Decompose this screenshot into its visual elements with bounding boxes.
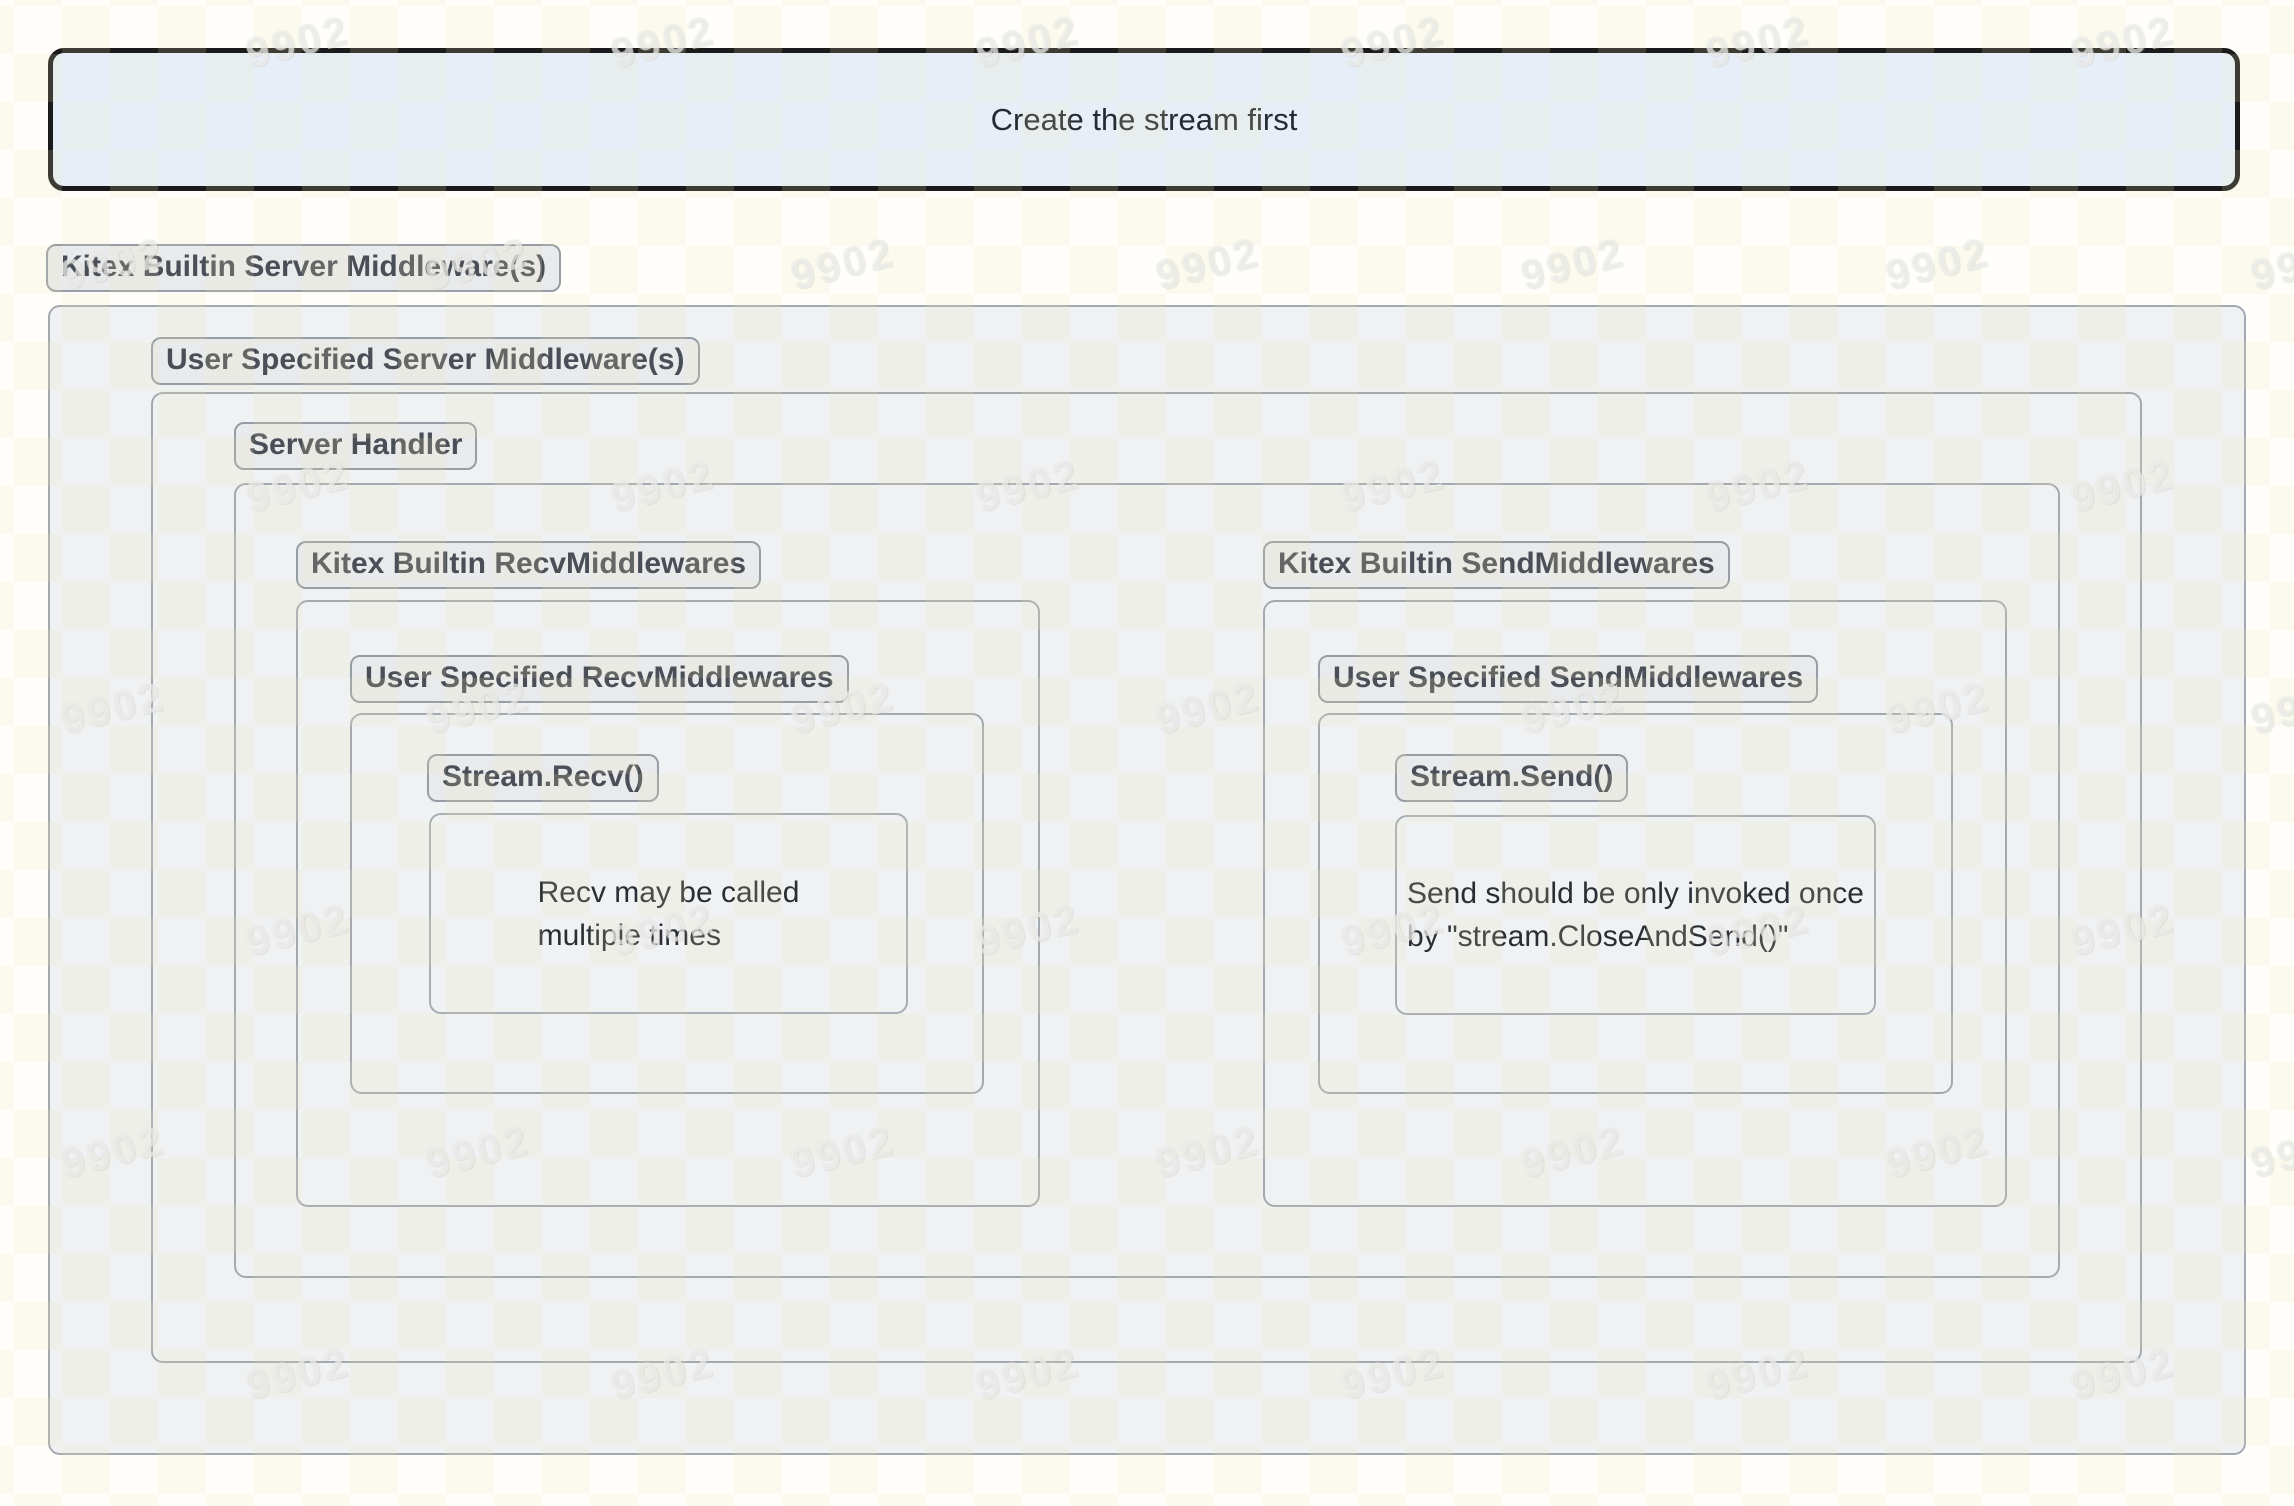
label-user-specified-recv-middlewares: User Specified RecvMiddlewares	[350, 655, 849, 703]
box-kitex-builtin-recv-middlewares	[296, 600, 1040, 1207]
watermark-text: 9902	[1880, 227, 1995, 300]
watermark-text: 9902	[1150, 227, 1265, 300]
box-user-specified-send-middlewares	[1318, 713, 1953, 1094]
label-stream-send: Stream.Send()	[1395, 754, 1629, 802]
box-server-handler	[234, 483, 2060, 1278]
label-kitex-builtin-send-middlewares: Kitex Builtin SendMiddlewares	[1263, 541, 1730, 589]
watermark-text: 9902	[785, 227, 900, 300]
box-user-specified-recv-middlewares	[350, 713, 984, 1094]
send-note-text: Send should be only invoked once by "str…	[1406, 877, 1864, 953]
create-stream-note-box: Create the stream first	[48, 48, 2240, 191]
label-server-handler: Server Handler	[234, 422, 478, 470]
watermark-text: 9902	[2245, 1115, 2294, 1188]
watermark-text: 9902	[2245, 227, 2294, 300]
label-user-specified-send-middlewares: User Specified SendMiddlewares	[1318, 655, 1819, 703]
box-kitex-builtin-server-middlewares	[48, 305, 2246, 1455]
label-stream-recv: Stream.Recv()	[427, 754, 659, 802]
box-stream-send: Send should be only invoked once by "str…	[1395, 815, 1876, 1015]
create-stream-note-text: Create the stream first	[990, 101, 1298, 137]
recv-note-text: Recv may be called multiple times	[537, 875, 800, 952]
label-kitex-builtin-recv-middlewares: Kitex Builtin RecvMiddlewares	[296, 541, 762, 589]
watermark-text: 9902	[2245, 671, 2294, 744]
label-user-specified-server-middlewares: User Specified Server Middleware(s)	[151, 337, 700, 385]
watermark-text: 9902	[1515, 227, 1630, 300]
label-kitex-builtin-server-middlewares: Kitex Builtin Server Middleware(s)	[46, 244, 562, 292]
box-stream-recv: Recv may be called multiple times	[429, 813, 908, 1014]
box-kitex-builtin-send-middlewares	[1263, 600, 2007, 1207]
box-user-specified-server-middlewares	[151, 392, 2142, 1363]
